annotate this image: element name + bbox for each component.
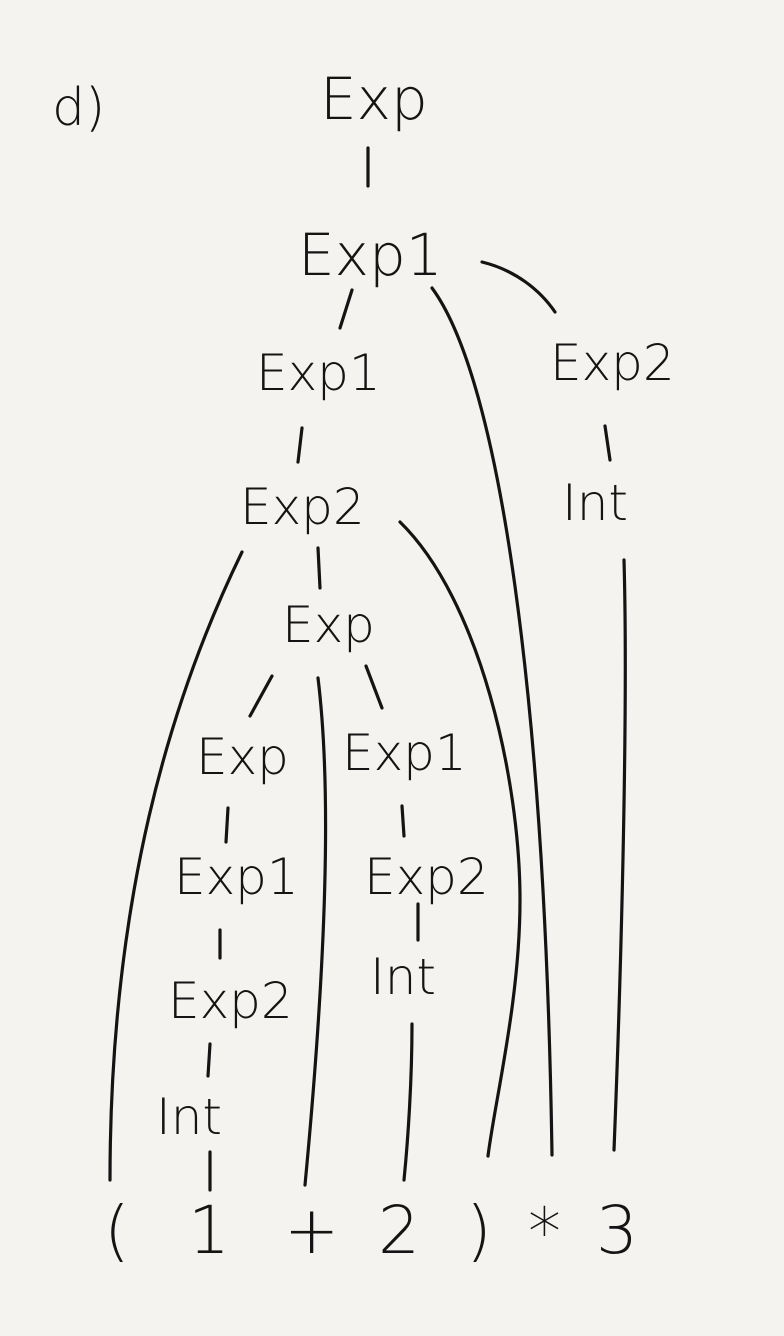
edge-exp2-to-rparen <box>398 520 522 1158</box>
edge-exp1-to-exp2-r <box>400 804 406 838</box>
edge-exp1-to-exp2 <box>296 426 304 464</box>
node-exp1-right: Exp1 <box>342 724 467 782</box>
leaf-3: 3 <box>596 1192 638 1269</box>
edge-int-to-2 <box>402 1022 414 1182</box>
edge-exp2-to-int-l <box>206 1042 212 1078</box>
leaf-rparen: ) <box>466 1192 492 1269</box>
edge-int-to-3 <box>612 558 627 1152</box>
node-int-r: Int <box>370 948 437 1006</box>
node-exp1-top: Exp1 <box>298 221 443 289</box>
node-exp1-left: Exp1 <box>256 344 381 402</box>
edge-exp1-to-exp2-right <box>480 260 557 314</box>
part-label: d) <box>52 78 106 138</box>
edge-exp-to-exp1-right <box>364 664 384 710</box>
edge-exp-to-exp-left <box>248 674 274 718</box>
leaf-2: 2 <box>378 1192 420 1269</box>
node-exp-inner: Exp <box>282 596 375 654</box>
edge-exp-to-exp1-l <box>224 806 230 844</box>
node-exp2-right: Exp2 <box>550 334 675 392</box>
node-exp1-l: Exp1 <box>174 848 299 906</box>
edge-exp1-to-exp1-left <box>338 288 354 330</box>
edge-exp2-to-lparen <box>108 550 244 1182</box>
leaf-star: * <box>528 1194 561 1271</box>
node-exp2-mid: Exp2 <box>240 478 365 536</box>
edge-exp2-to-int-right <box>603 424 612 462</box>
node-exp-left: Exp <box>196 728 289 786</box>
node-exp2-l: Exp2 <box>168 972 293 1030</box>
edge-exp2-to-exp <box>316 546 322 590</box>
leaf-plus: + <box>284 1192 340 1269</box>
edge-exp1-to-star <box>430 286 554 1157</box>
leaf-1: 1 <box>188 1192 230 1269</box>
node-exp-root: Exp <box>320 65 428 133</box>
node-int-right: Int <box>562 474 629 532</box>
leaf-lparen: ( <box>104 1192 130 1269</box>
node-exp2-r: Exp2 <box>364 848 489 906</box>
node-int-l: Int <box>156 1088 223 1146</box>
edge-exp-to-plus <box>303 676 328 1187</box>
